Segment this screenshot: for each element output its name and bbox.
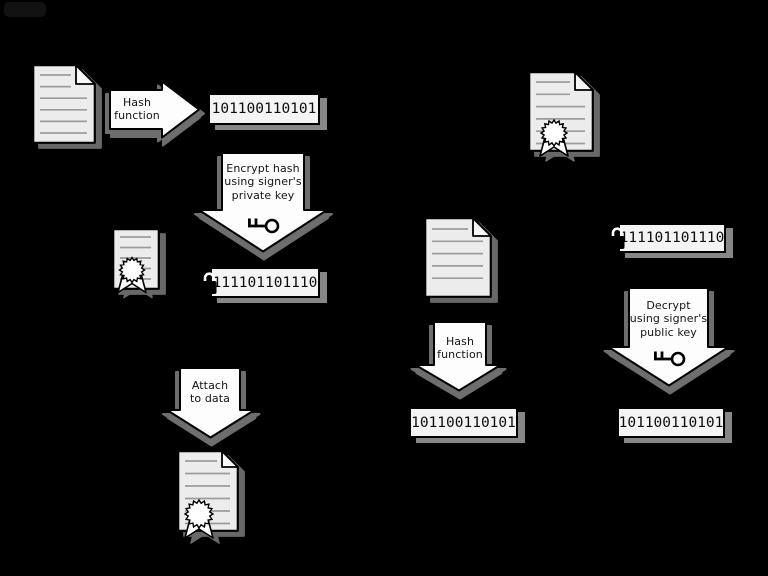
- hash-function-arrow-verification: Hash function: [414, 321, 502, 392]
- label-line: Attach: [191, 378, 229, 392]
- encrypted-hash-box-signing: 111101101110: [202, 267, 320, 298]
- label-line: function: [114, 109, 160, 122]
- rosette-seal-icon: [183, 498, 215, 530]
- label-line: private key: [231, 188, 295, 202]
- hash-value: 101100110101: [211, 101, 317, 117]
- key-icon: [654, 351, 686, 367]
- rosette-seal-icon: [539, 118, 569, 148]
- hash-function-label: Hash function: [430, 329, 490, 367]
- padlock-icon: [610, 227, 625, 249]
- data-document-verification: [424, 217, 492, 298]
- label-line: using signer's: [224, 175, 302, 189]
- corner-artifact: [4, 2, 46, 17]
- encrypt-label: Encrypt hash using signer's private key: [220, 158, 306, 206]
- encrypted-hash-value: 111101101110: [619, 230, 725, 246]
- padlock-icon: [202, 272, 217, 294]
- hash-value-box-signing: 101100110101: [208, 93, 320, 125]
- hash-value: 101100110101: [411, 414, 516, 431]
- label-line: Encrypt hash: [226, 161, 300, 175]
- label-line: function: [437, 348, 483, 361]
- certificate-document: [112, 228, 160, 294]
- received-signed-document: [528, 71, 594, 157]
- hash-value-box-verification: 101100110101: [409, 407, 518, 438]
- hash-value: 101100110101: [618, 414, 724, 431]
- attach-label: Attach to data: [176, 373, 244, 411]
- data-document: [32, 64, 96, 144]
- decrypted-hash-box: 101100110101: [617, 407, 725, 438]
- encrypted-hash-value: 111101101110: [212, 274, 318, 291]
- label-line: Hash: [445, 334, 475, 348]
- decrypt-arrow: Decrypt using signer's public key: [607, 287, 730, 387]
- label-line: Hash: [122, 95, 152, 109]
- label-line: to data: [189, 392, 231, 405]
- label-line: using signer's: [629, 312, 708, 326]
- encrypt-arrow: Encrypt hash using signer's private key: [198, 152, 329, 253]
- hash-function-arrow-signing: Hash function: [109, 80, 201, 139]
- attach-to-data-arrow: Attach to data: [166, 367, 256, 439]
- decrypt-label: Decrypt using signer's public key: [627, 295, 710, 343]
- label-line: public key: [640, 325, 697, 339]
- hash-function-label: Hash function: [109, 89, 165, 129]
- encrypted-hash-box-verification: 111101101110: [610, 223, 726, 253]
- rosette-seal-icon: [118, 256, 146, 284]
- label-line: Decrypt: [646, 298, 691, 312]
- signed-document: [177, 450, 239, 539]
- key-icon: [248, 218, 280, 234]
